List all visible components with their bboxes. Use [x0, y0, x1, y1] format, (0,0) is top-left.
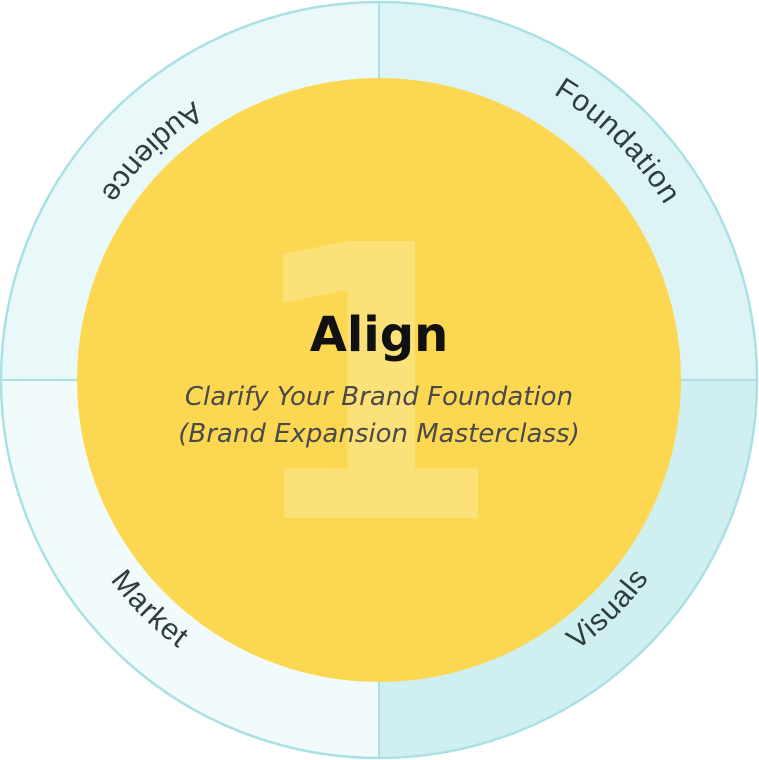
center-subtitle-line-2: (Brand Expansion Masterclass) [178, 419, 579, 449]
center-title: Align [310, 307, 449, 363]
center-circle [77, 78, 681, 682]
center-subtitle-line-1: Clarify Your Brand Foundation [185, 382, 573, 412]
step-number: 1 [240, 165, 504, 608]
